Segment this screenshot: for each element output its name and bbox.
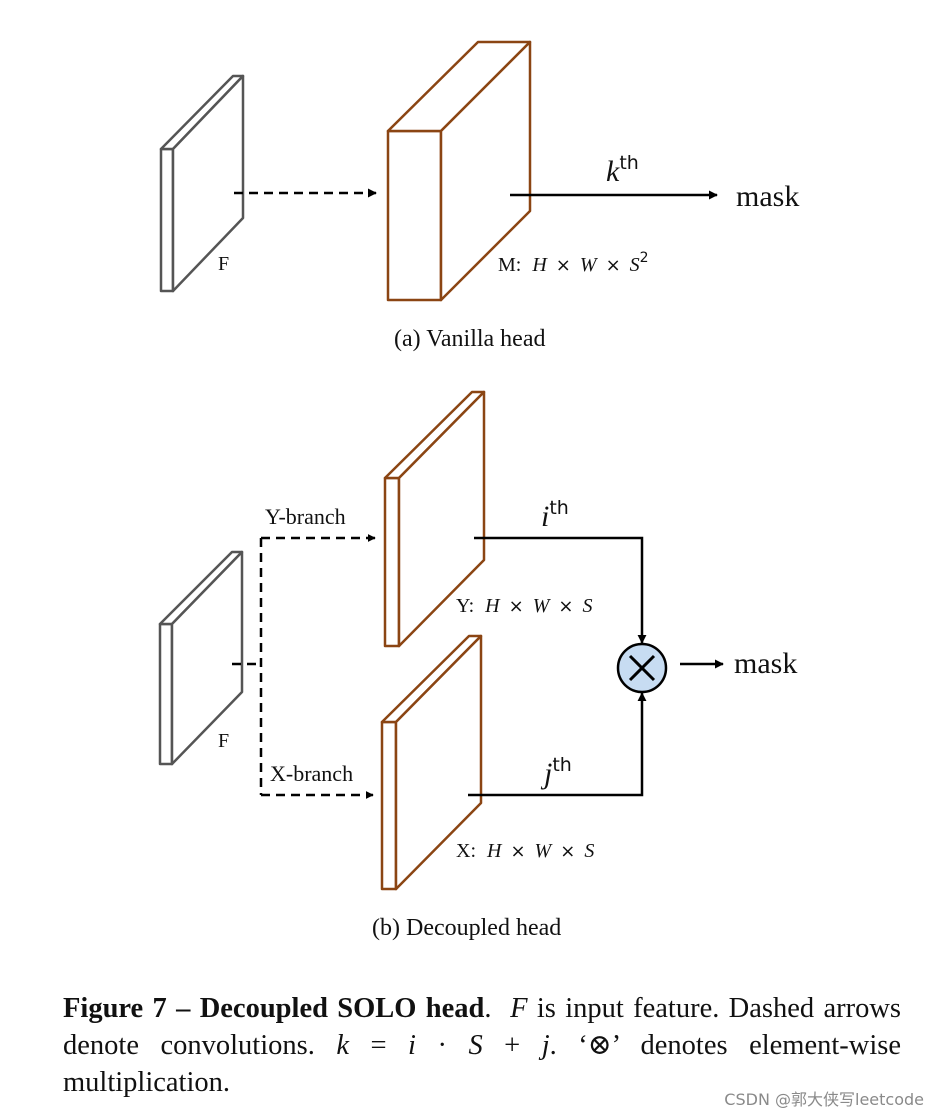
caption-text-2: . ‘⊗’ denotes element-wise multiplicatio… xyxy=(63,1030,902,1098)
input-feature-block-a xyxy=(159,74,245,293)
caption-feature-var: F xyxy=(510,993,528,1024)
mask-output-label-b: mask xyxy=(734,647,797,680)
input-label-a: F xyxy=(218,253,229,275)
input-feature-block-b xyxy=(158,550,244,766)
ith-label: ith xyxy=(541,497,569,533)
x-branch-label: X-branch xyxy=(270,761,353,786)
caption-text-1: is input feature. Dashed arrows denote c… xyxy=(63,993,902,1061)
circled-times-icon xyxy=(616,642,668,694)
formula-i: i xyxy=(408,1030,416,1061)
figure-label: Figure 7 xyxy=(63,993,167,1024)
subcaption-b: (b) Decoupled head xyxy=(372,915,561,941)
ith-arrow xyxy=(474,536,647,644)
jth-label: jth xyxy=(540,754,572,790)
y-branch-label: Y-branch xyxy=(265,504,346,529)
m-dims-label: M: H × W × S2 xyxy=(498,250,649,276)
input-label-b: F xyxy=(218,730,229,752)
caption-period: . xyxy=(484,993,492,1024)
watermark: CSDN @郭大侠写leetcode xyxy=(724,1090,924,1109)
figure-caption: Figure 7 – Decoupled SOLO head. F is inp… xyxy=(63,990,901,1101)
x-conv-block xyxy=(380,634,483,891)
kth-label: kth xyxy=(606,152,639,188)
x-dims-label: X: H × W × S xyxy=(456,840,594,862)
subcaption-a: (a) Vanilla head xyxy=(394,326,546,352)
mask-output-label-a: mask xyxy=(736,180,799,213)
formula-eq: = xyxy=(348,1030,409,1061)
branch-split-lines xyxy=(232,538,263,795)
mask-conv-block-m xyxy=(386,40,532,302)
jth-arrow xyxy=(468,692,647,797)
figure-title: Decoupled SOLO head xyxy=(199,993,485,1024)
y-dims-label: Y: H × W × S xyxy=(456,595,592,617)
formula-dot: · xyxy=(415,1030,469,1061)
formula-k: k xyxy=(336,1030,349,1061)
panel-b: F Y-branch X-branch ith jth xyxy=(158,390,797,941)
formula-plus: + xyxy=(482,1030,542,1061)
formula-j: j xyxy=(541,1030,550,1061)
panel-a: F kth mask M: H × W × S2 (a) Vanilla hea… xyxy=(159,40,799,352)
y-conv-block xyxy=(383,390,486,648)
formula-s: S xyxy=(468,1030,483,1061)
caption-dash: – xyxy=(176,993,191,1024)
